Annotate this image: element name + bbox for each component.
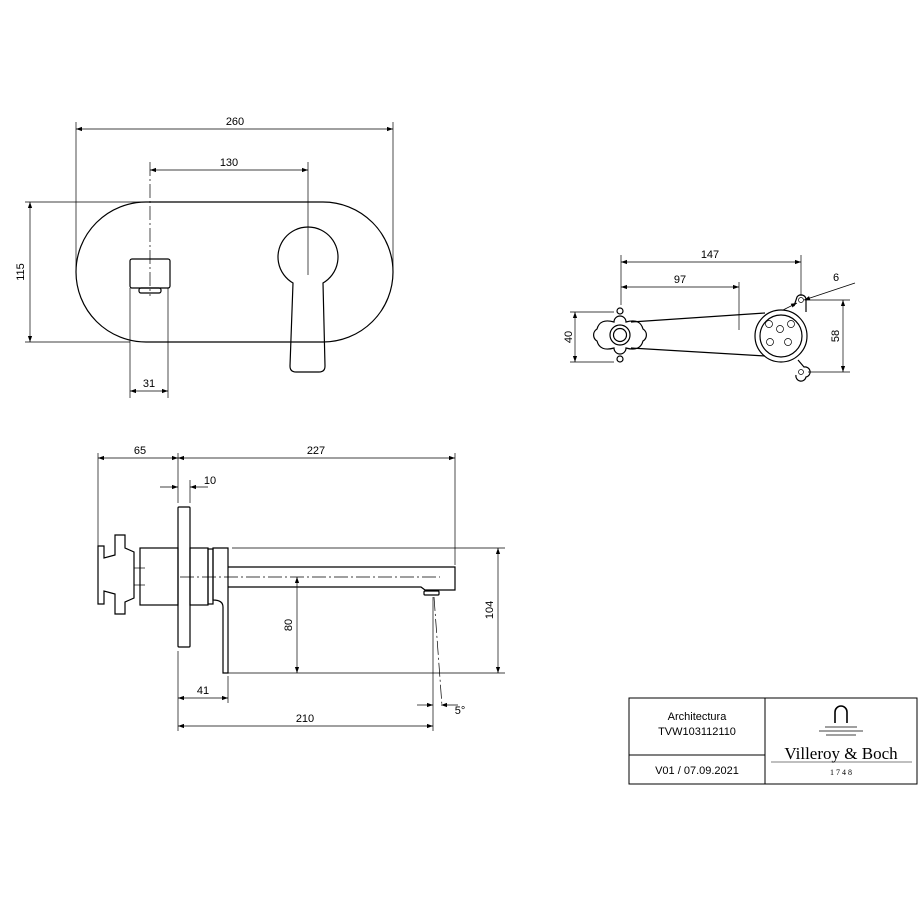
cover-plate <box>75 201 394 343</box>
dim-97: 97 <box>674 274 686 286</box>
inlet-flange <box>593 315 647 355</box>
dim-80: 80 <box>283 619 295 631</box>
side-view: 65 227 10 80 104 41 210 5° <box>97 445 505 731</box>
dim-40: 40 <box>563 331 575 343</box>
dim-65: 65 <box>134 445 146 457</box>
version-date: V01 / 07.09.2021 <box>655 765 739 777</box>
dim-130: 130 <box>220 157 238 169</box>
brand-name: Villeroy & Boch <box>784 744 898 763</box>
dim-58: 58 <box>830 330 842 342</box>
dim-31: 31 <box>143 378 155 390</box>
brand-logo-icon <box>819 705 863 736</box>
dim-6: 6 <box>833 272 839 284</box>
dim-210: 210 <box>296 713 314 725</box>
dim-41: 41 <box>197 685 209 697</box>
brand-year: 1748 <box>830 768 854 777</box>
spout-side <box>228 566 456 591</box>
spout-aerator <box>138 287 162 294</box>
dim-5-degrees: 5° <box>455 705 466 717</box>
title-block: Architectura TVW103112110 V01 / 07.09.20… <box>628 697 918 785</box>
rough-in-body <box>97 534 135 615</box>
valve-body-side <box>139 547 179 606</box>
dim-147: 147 <box>701 249 719 261</box>
dim-115: 115 <box>15 263 27 281</box>
lever-handle <box>277 226 339 373</box>
lever-side <box>212 547 229 674</box>
article-number: TVW103112110 <box>658 726 736 738</box>
front-view: 260 130 115 31 <box>15 116 394 398</box>
dim-260: 260 <box>226 116 244 128</box>
valve-body <box>754 309 808 363</box>
top-view: 147 97 6 40 58 <box>563 249 856 382</box>
series-name: Architectura <box>668 711 728 723</box>
dim-104: 104 <box>484 601 496 619</box>
dim-10: 10 <box>204 475 216 487</box>
dim-227: 227 <box>307 445 325 457</box>
